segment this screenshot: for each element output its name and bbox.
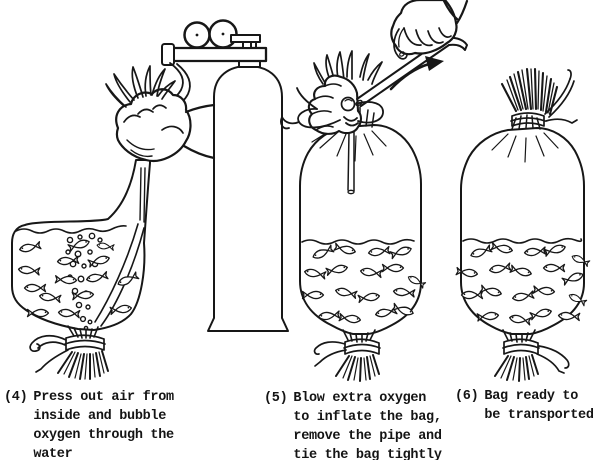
water-line xyxy=(462,237,583,244)
pulling-hand xyxy=(390,0,469,60)
bottom-gather-pleats xyxy=(342,329,376,343)
bottom-tie-coil xyxy=(343,338,381,355)
caption-line: Blow extra oxygen xyxy=(293,391,427,406)
regulator-outlet xyxy=(161,43,175,66)
bottom-gather-pleats xyxy=(67,325,99,339)
regulator-bar xyxy=(170,46,268,63)
valve-handle-icon xyxy=(230,34,261,49)
step5-caption: (5) Blow extra oxygen to inflate the bag… xyxy=(264,389,442,460)
step4-number: (4) xyxy=(4,390,28,405)
step5-bag-illustration xyxy=(280,0,469,382)
caption-line: remove the pipe and xyxy=(293,429,442,444)
neck-tie-string-loop xyxy=(280,87,384,130)
step5-text: Blow extra oxygen to inflate the bag, re… xyxy=(293,389,442,460)
bottom-tassel xyxy=(494,354,539,382)
top-string-ends xyxy=(544,69,578,124)
tie-string-ends xyxy=(29,334,69,373)
step6-bag-illustration xyxy=(455,67,591,382)
step6-caption: (6) Bag ready to be transported xyxy=(455,387,594,425)
caption-line: to inflate the bag, xyxy=(293,410,442,425)
top-tassel xyxy=(500,67,559,116)
bottom-gather-pleats xyxy=(502,329,536,343)
water-line xyxy=(301,238,415,245)
cylinder-body xyxy=(207,65,289,332)
pressure-gauges-icon xyxy=(183,19,238,49)
caption-line: tie the bag tightly xyxy=(293,448,442,460)
bottom-tie-coil xyxy=(64,334,106,351)
caption-line: oxygen through the xyxy=(33,428,174,443)
pipe-inside-bag xyxy=(347,131,355,195)
bottom-tassel xyxy=(335,354,380,382)
water-line xyxy=(15,225,127,234)
bag-outline xyxy=(460,127,585,335)
step6-text: Bag ready to be transported xyxy=(484,387,594,425)
removal-arrow-icon xyxy=(389,56,444,91)
neck-crease-rays xyxy=(311,129,387,162)
bottom-string-ends xyxy=(536,345,570,374)
neck-pleats xyxy=(511,114,541,130)
oxygen-cylinder-illustration xyxy=(161,19,289,332)
caption-line: be transported xyxy=(484,408,594,423)
step4-text: Press out air from inside and bubble oxy… xyxy=(33,388,174,460)
figure-canvas xyxy=(11,0,591,382)
caption-line: water xyxy=(33,447,73,460)
tie-string-ends xyxy=(313,341,347,367)
step6-number: (6) xyxy=(455,389,479,404)
caption-line: inside and bubble xyxy=(33,409,167,424)
bottom-tie-coil xyxy=(502,338,540,355)
caption-line: Press out air from xyxy=(33,390,174,405)
step4-caption: (4) Press out air from inside and bubble… xyxy=(4,388,174,460)
caption-line: Bag ready to xyxy=(484,389,579,404)
squeezing-hand xyxy=(115,88,216,163)
step5-number: (5) xyxy=(264,391,288,406)
neck-tie-coil xyxy=(510,112,546,127)
bag-outline xyxy=(299,124,422,335)
bag-mouth-flare xyxy=(105,65,176,108)
bottom-tassel xyxy=(57,350,109,380)
step4-bag-illustration xyxy=(11,62,216,380)
neck-crease-rays xyxy=(491,132,559,163)
